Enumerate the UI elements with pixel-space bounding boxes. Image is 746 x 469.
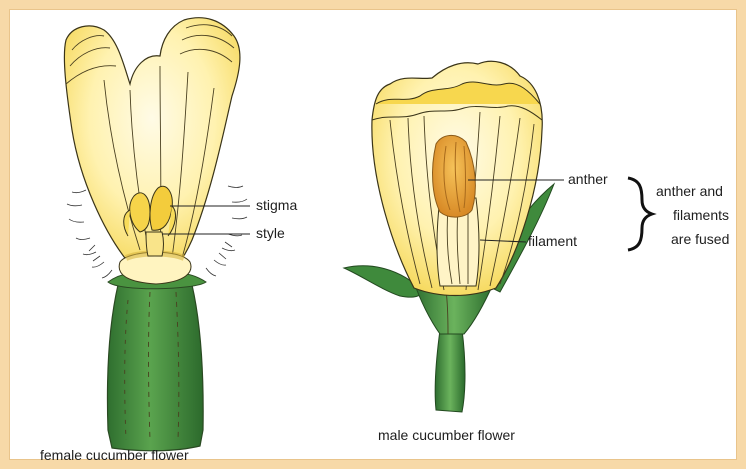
brace [628,178,652,250]
note-line2: filaments [673,207,729,223]
stigma-label: stigma [256,197,297,213]
male-flower [344,61,554,412]
male-flower-caption: male cucumber flower [378,427,515,443]
female-flower-caption: female cucumber flower [40,447,189,463]
style [146,232,164,256]
anther-label: anther [568,171,608,187]
female-petals [64,18,240,269]
filament-label: filament [528,233,577,249]
style-label: style [256,225,285,241]
note-line1: anther and [656,183,723,199]
male-stalk [435,330,465,412]
note-line3: are fused [671,231,729,247]
female-ovary [107,285,203,451]
